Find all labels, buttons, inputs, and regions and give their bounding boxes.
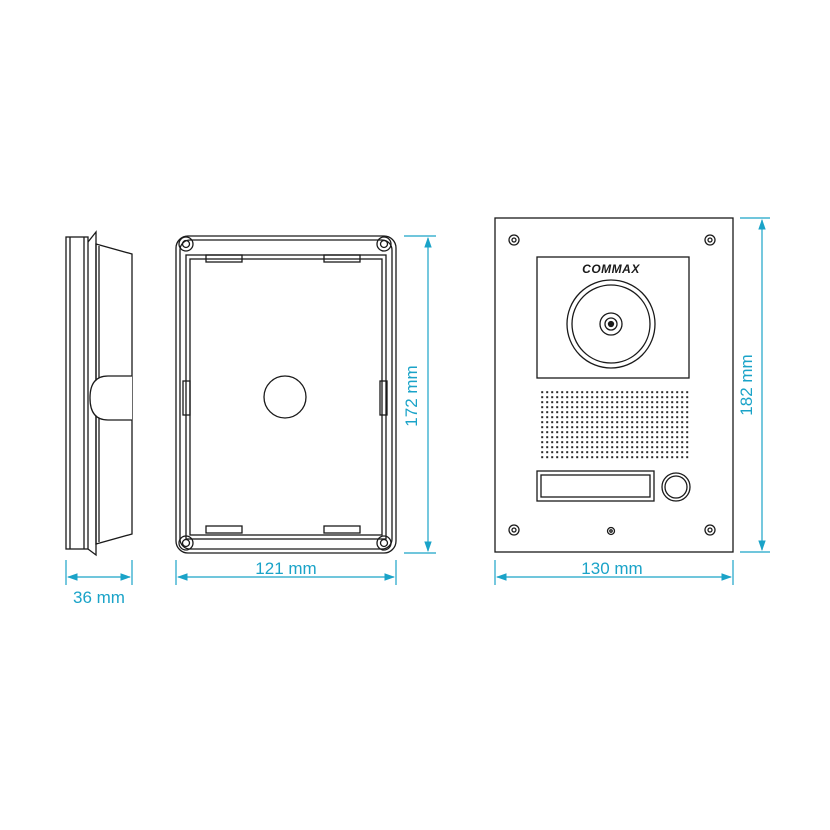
- call-button-icon: [661, 472, 691, 502]
- corner-screw-tr: [376, 236, 392, 252]
- dim-label-box-height: 172 mm: [402, 365, 421, 426]
- camera-window: [536, 256, 690, 379]
- corner-screw-bl: [178, 535, 194, 551]
- name-plate: [536, 470, 655, 502]
- camera-lens: [566, 279, 656, 369]
- panel-screw-bl: [508, 524, 520, 536]
- dimension-lines: [65, 217, 770, 585]
- side-cable-bulge: [89, 375, 132, 421]
- dim-label-panel-height: 182 mm: [737, 354, 756, 415]
- speaker-grille: [539, 389, 689, 460]
- front-panel-view: [494, 217, 734, 553]
- dim-label-side-depth: 36 mm: [73, 588, 125, 607]
- dim-label-panel-width: 130 mm: [581, 559, 642, 578]
- panel-screw-tr: [704, 234, 716, 246]
- cable-hole: [263, 375, 307, 419]
- back-box-view: [175, 235, 397, 554]
- corner-screw-br: [376, 535, 392, 551]
- panel-screw-tl: [508, 234, 520, 246]
- brand-logo: COMMAX: [582, 262, 640, 276]
- corner-screw-tl: [178, 236, 194, 252]
- dim-label-box-width: 121 mm: [255, 559, 316, 578]
- side-view: [65, 230, 133, 557]
- microphone-hole: [606, 526, 616, 536]
- panel-screw-br: [704, 524, 716, 536]
